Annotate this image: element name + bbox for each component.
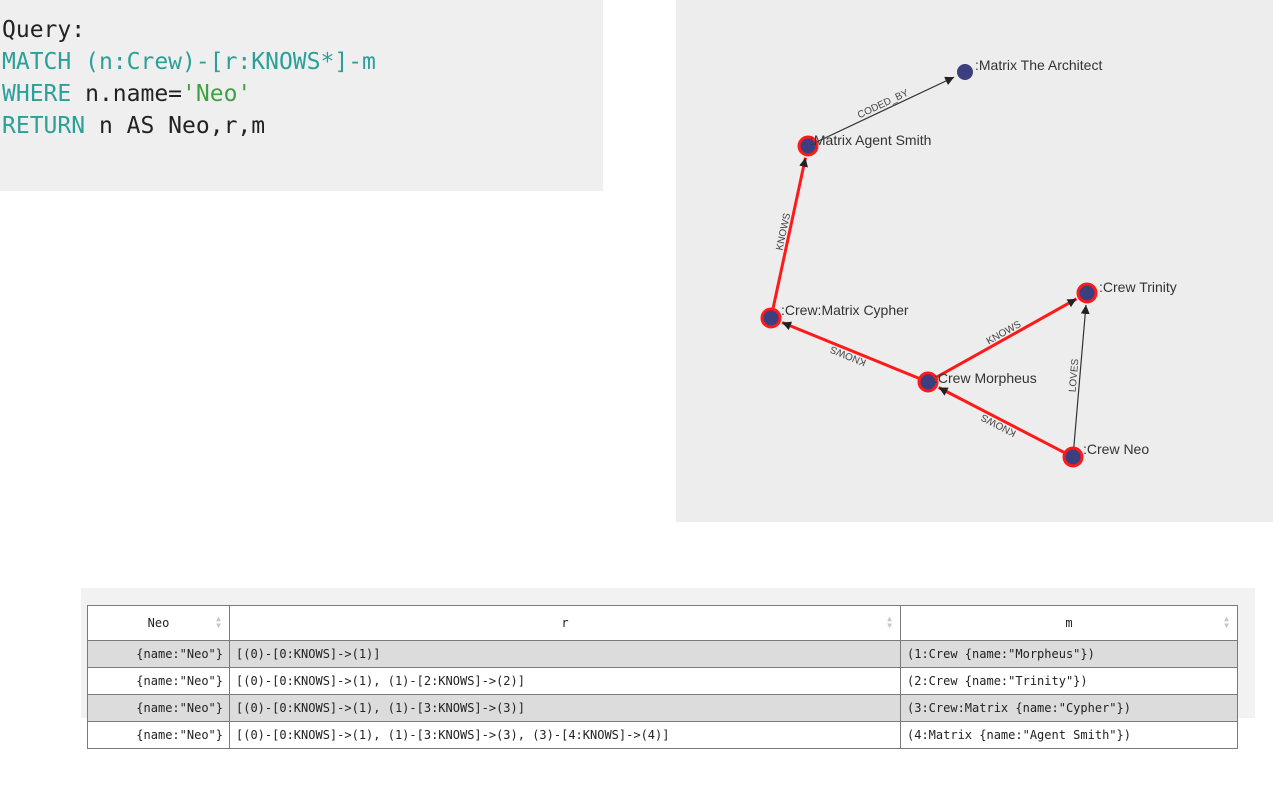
column-header-r[interactable]: r▲▼: [229, 605, 901, 641]
graph-edge-neo-trinity[interactable]: [1073, 304, 1090, 448]
query-keyword-match: MATCH: [2, 49, 72, 75]
table-row: {name:"Neo"} [(0)-[0:KNOWS]->(1), (1)-[3…: [87, 694, 1238, 722]
query-return-clause: n AS Neo,r,m: [85, 113, 266, 139]
graph-node-smith[interactable]: [797, 135, 819, 157]
graph-node-neo[interactable]: [1062, 446, 1084, 468]
cell-m: (3:Crew:Matrix {name:"Cypher"}): [900, 694, 1238, 722]
column-header-neo[interactable]: Neo▲▼: [87, 605, 230, 641]
graph-edge-cypher-smith[interactable]: [771, 157, 808, 309]
table-header-row: Neo▲▼ r▲▼ m▲▼: [87, 605, 1238, 641]
graph-edge-smith-architect[interactable]: [816, 76, 955, 143]
sort-icon[interactable]: ▲▼: [1224, 614, 1229, 630]
graph-node-label-cypher: :Crew:Matrix Cypher: [781, 302, 909, 318]
table-row: {name:"Neo"} [(0)-[0:KNOWS]->(1), (1)-[2…: [87, 667, 1238, 695]
cell-neo: {name:"Neo"}: [87, 640, 230, 668]
cell-neo: {name:"Neo"}: [87, 721, 230, 749]
query-keyword-where: WHERE: [2, 81, 72, 107]
sort-icon[interactable]: ▲▼: [216, 614, 221, 630]
query-label: Query:: [2, 17, 86, 43]
cell-r: [(0)-[0:KNOWS]->(1)]: [229, 640, 901, 668]
cell-neo: {name:"Neo"}: [87, 694, 230, 722]
graph-node-morpheus[interactable]: [917, 371, 939, 393]
cell-neo: {name:"Neo"}: [87, 667, 230, 695]
graph-edge-neo-morpheus[interactable]: [937, 386, 1065, 454]
query-match-pattern: (n:Crew)-[r:KNOWS*]-m: [71, 49, 376, 75]
graph-edge-morpheus-trinity[interactable]: [935, 297, 1078, 379]
sort-icon[interactable]: ▲▼: [887, 614, 892, 630]
query-code-panel: Query: MATCH (n:Crew)-[r:KNOWS*]-m WHERE…: [0, 0, 603, 191]
column-header-m[interactable]: m▲▼: [900, 605, 1238, 641]
graph-node-label-neo: :Crew Neo: [1083, 441, 1149, 457]
graph-node-label-smith: :Matrix Agent Smith: [810, 132, 931, 148]
cell-r: [(0)-[0:KNOWS]->(1), (1)-[2:KNOWS]->(2)]: [229, 667, 901, 695]
table-row: {name:"Neo"} [(0)-[0:KNOWS]->(1), (1)-[3…: [87, 721, 1238, 749]
cell-m: (2:Crew {name:"Trinity"}): [900, 667, 1238, 695]
table-row: {name:"Neo"} [(0)-[0:KNOWS]->(1)] (1:Cre…: [87, 640, 1238, 668]
graph-edge-label: KNOWS: [828, 343, 867, 368]
cell-r: [(0)-[0:KNOWS]->(1), (1)-[3:KNOWS]->(3),…: [229, 721, 901, 749]
query-keyword-return: RETURN: [2, 113, 86, 139]
graph-node-label-morpheus: :Crew Morpheus: [934, 370, 1037, 386]
results-table: Neo▲▼ r▲▼ m▲▼ {name:"Neo"} [(0)-[0:KNOWS…: [87, 605, 1238, 749]
cell-m: (1:Crew {name:"Morpheus"}): [900, 640, 1238, 668]
graph-node-trinity[interactable]: [1076, 282, 1098, 304]
graph-node-architect[interactable]: [957, 64, 973, 80]
results-table-container: Neo▲▼ r▲▼ m▲▼ {name:"Neo"} [(0)-[0:KNOWS…: [81, 588, 1255, 749]
cell-r: [(0)-[0:KNOWS]->(1), (1)-[3:KNOWS]->(3)]: [229, 694, 901, 722]
graph-edge-morpheus-cypher[interactable]: [781, 321, 920, 380]
graph-node-label-architect: :Matrix The Architect: [975, 57, 1102, 73]
graph-edge-label: LOVES: [1068, 358, 1082, 392]
query-where-string: 'Neo': [182, 81, 252, 107]
cell-m: (4:Matrix {name:"Agent Smith"}): [900, 721, 1238, 749]
graph-node-cypher[interactable]: [760, 307, 782, 329]
graph-edge-label: CODED_BY: [856, 88, 911, 122]
graph-node-label-trinity: :Crew Trinity: [1099, 279, 1177, 295]
query-where-condition: n.name=: [71, 81, 183, 107]
